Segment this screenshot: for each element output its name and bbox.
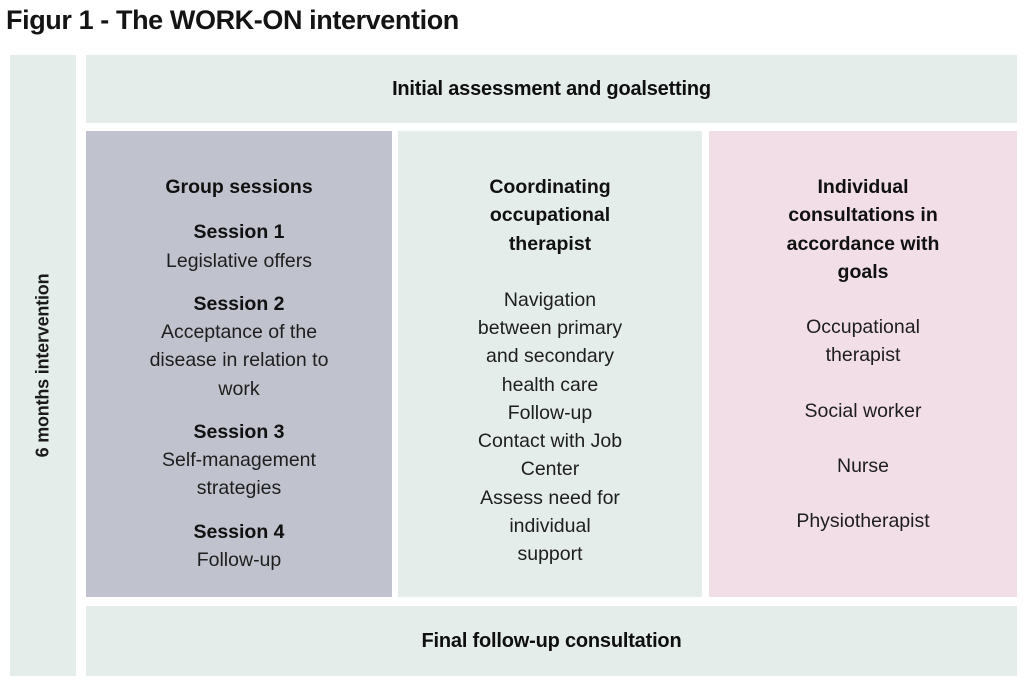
figure-title: Figur 1 - The WORK-ON intervention xyxy=(6,5,459,35)
provider-social-worker: Social worker xyxy=(804,399,922,422)
column-individual-consultations-heading: Individual consultations in accordance w… xyxy=(786,176,940,283)
session-4-group: Session 4 Follow-up xyxy=(86,518,392,575)
column-coordinating-therapist-heading: Coordinating occupational therapist xyxy=(489,176,611,255)
session-4-label: Session 4 xyxy=(193,520,285,543)
session-3-label: Session 3 xyxy=(193,420,285,443)
session-2-group: Session 2 Acceptance of the disease in r… xyxy=(86,290,392,403)
banner-initial-assessment-label: Initial assessment and goalsetting xyxy=(392,77,711,100)
banner-initial-assessment: Initial assessment and goalsetting xyxy=(86,55,1017,123)
column-coordinating-therapist: Coordinating occupational therapist Navi… xyxy=(398,131,702,597)
session-1-label: Session 1 xyxy=(193,221,285,244)
task-navigation: Navigation between primary and secondary… xyxy=(477,288,623,396)
session-3-group: Session 3 Self-management strategies xyxy=(86,418,392,503)
banner-final-followup: Final follow-up consultation xyxy=(86,606,1017,676)
column-group-sessions-heading: Group sessions xyxy=(165,176,313,198)
task-assess-support: Assess need for individual support xyxy=(480,486,620,566)
sidebar-duration-label: 6 months intervention xyxy=(32,273,53,458)
session-1-text: Legislative offers xyxy=(166,249,312,272)
provider-occupational-therapist: Occupational therapist xyxy=(806,316,920,367)
task-job-center: Contact with Job Center xyxy=(477,430,623,481)
session-2-text: Acceptance of the disease in relation to… xyxy=(149,321,329,400)
sidebar-duration: 6 months intervention xyxy=(10,55,76,676)
session-3-text: Self-management strategies xyxy=(162,449,316,500)
provider-physiotherapist: Physiotherapist xyxy=(796,510,930,533)
provider-nurse: Nurse xyxy=(836,454,890,477)
task-follow-up: Follow-up xyxy=(507,401,593,424)
session-2-label: Session 2 xyxy=(193,292,285,315)
session-1-group: Session 1 Legislative offers xyxy=(86,218,392,275)
column-group-sessions: Group sessions Session 1 Legislative off… xyxy=(86,131,392,597)
column-individual-consultations: Individual consultations in accordance w… xyxy=(709,131,1017,597)
session-4-text: Follow-up xyxy=(196,548,282,571)
banner-final-followup-label: Final follow-up consultation xyxy=(421,629,682,652)
